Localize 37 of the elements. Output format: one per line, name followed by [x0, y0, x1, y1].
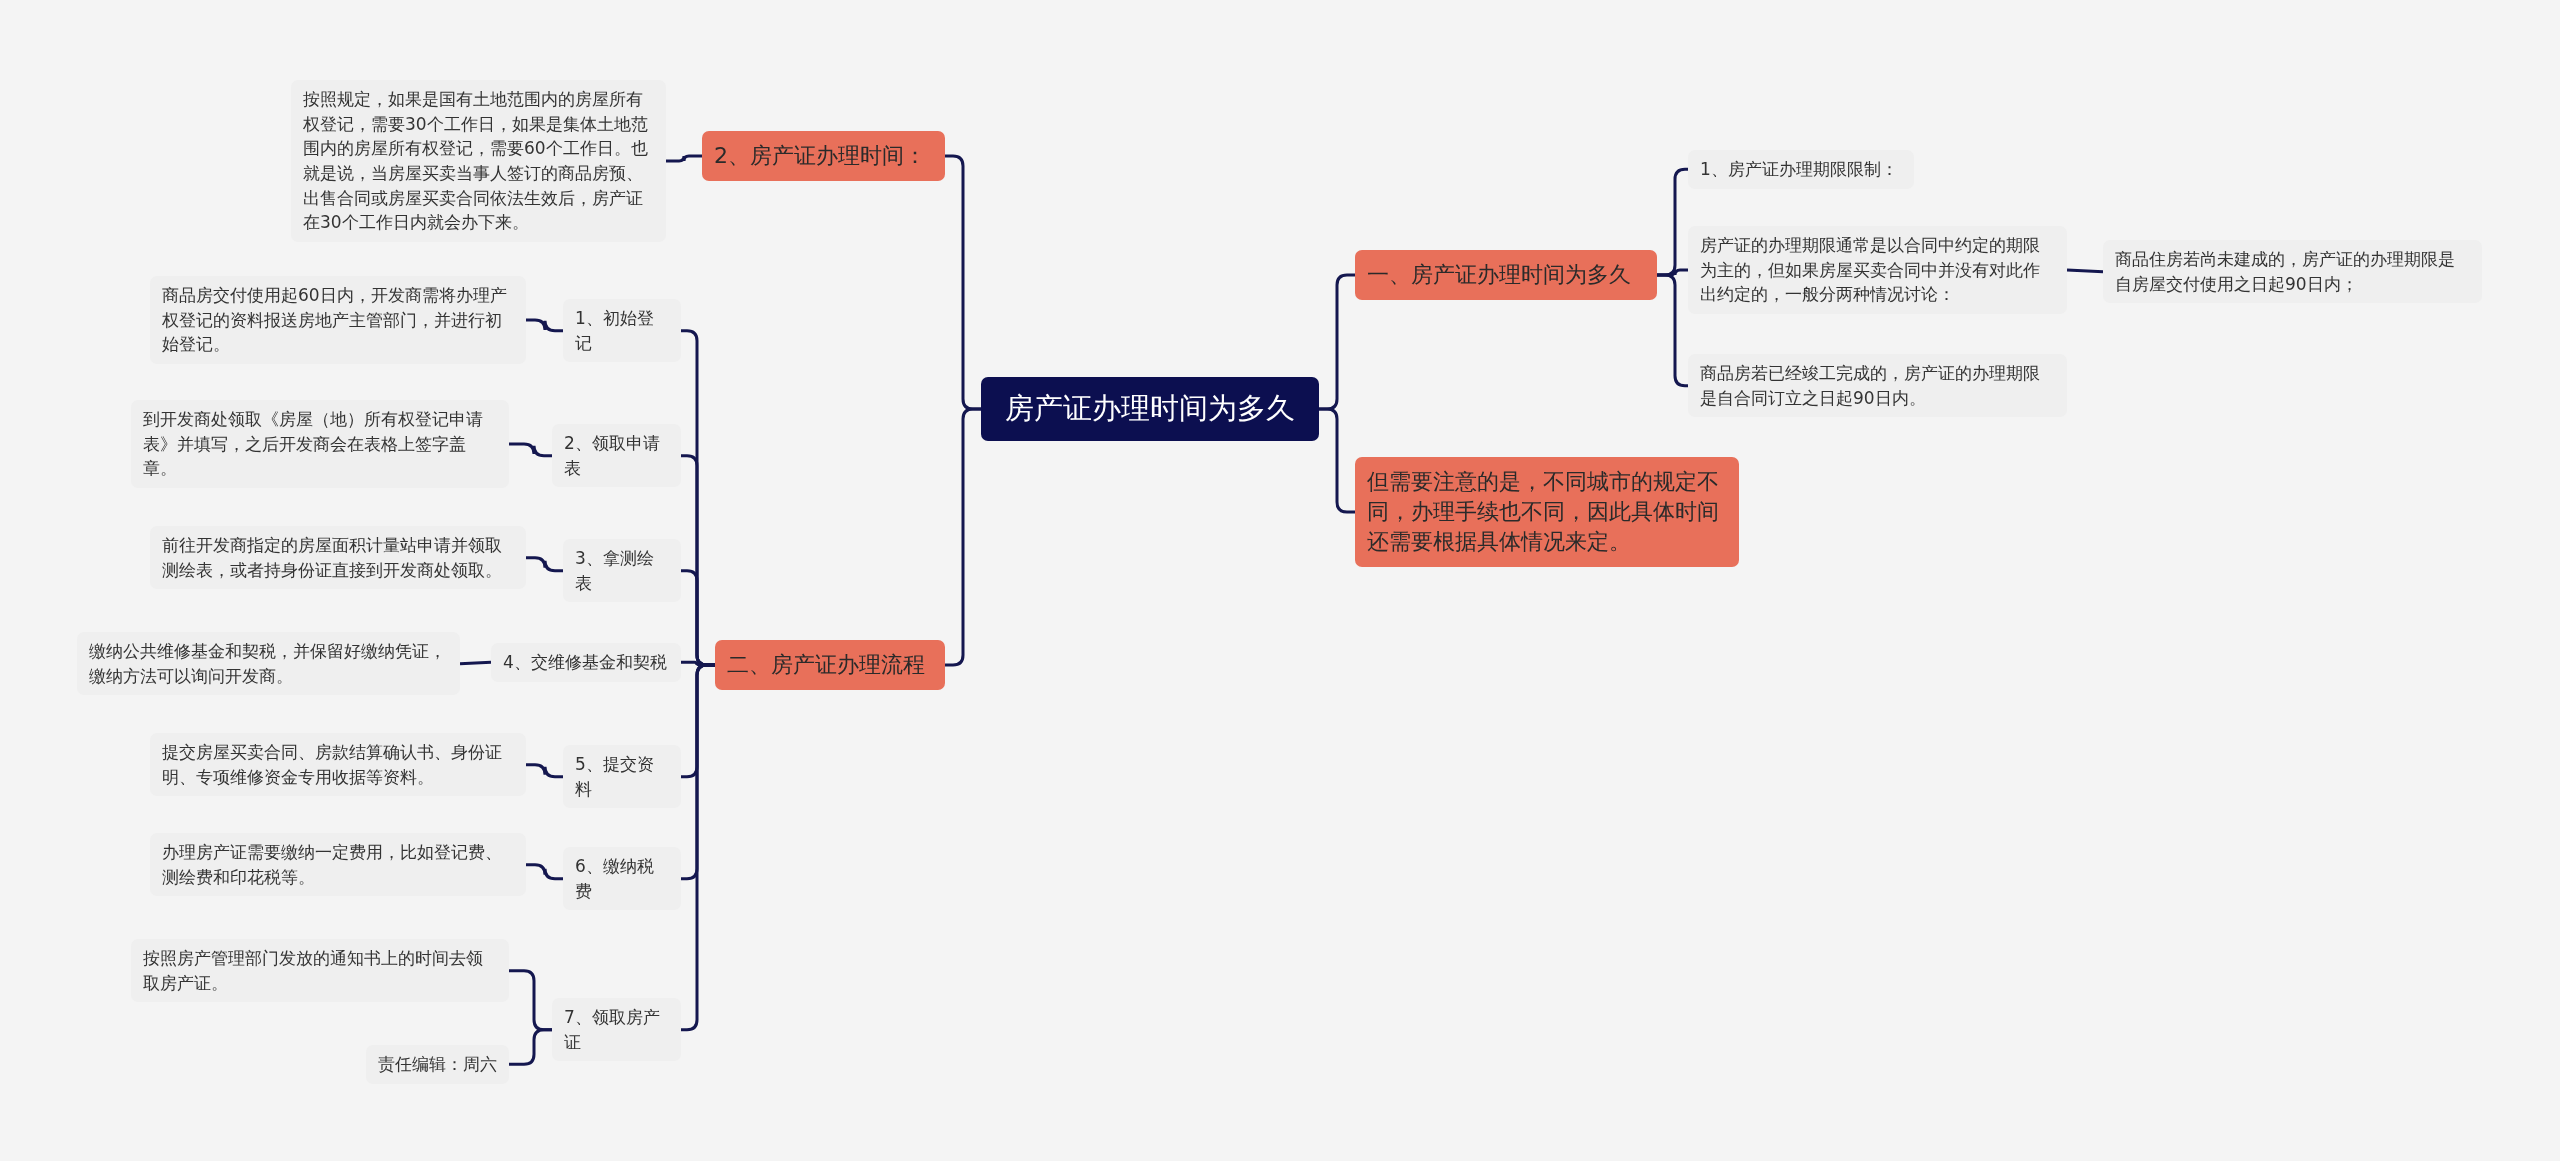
connector-line [2066, 268, 2104, 274]
subtopic-box: 前往开发商指定的房屋面积计量站申请并领取测绘表，或者持身份证直接到开发商处领取。 [150, 526, 526, 590]
connector-line [526, 318, 563, 333]
connector-line [526, 556, 563, 573]
subtopic-box: 提交房屋买卖合同、房款结算确认书、身份证明、专项维修资金专用收据等资料。 [150, 733, 526, 797]
central-topic-box: 房产证办理时间为多久 [981, 377, 1319, 441]
subtopic-box: 房产证的办理期限通常是以合同中约定的期限为主的，但如果房屋买卖合同中并没有对此作出约定的，一般分两种情况讨论： [1688, 226, 2067, 314]
connector-line [509, 1028, 552, 1066]
subtopic-box: 办理房产证需要缴纳一定费用，比如登记费、测绘费和印花税等。 [150, 833, 526, 897]
connector-line [526, 763, 563, 779]
subtopic-box: 缴纳公共维修基金和契税，并保留好缴纳凭证，缴纳方法可以询问开发商。 [77, 632, 460, 696]
connector-line [681, 663, 715, 1032]
subtopic-box: 5、提交资料 [563, 745, 681, 809]
connector-line [459, 660, 492, 666]
subtopic-box: 7、领取房产证 [552, 998, 681, 1062]
subtopic-box: 责任编辑：周六 [366, 1045, 509, 1084]
connector-line [945, 407, 981, 667]
topic-box: 二、房产证办理流程 [715, 640, 945, 690]
subtopic-box: 商品住房若尚未建成的，房产证的办理期限是自房屋交付使用之日起90日内； [2103, 240, 2482, 304]
subtopic-box: 按照房产管理部门发放的通知书上的时间去领取房产证。 [131, 939, 509, 1003]
subtopic-box: 6、缴纳税费 [563, 847, 681, 911]
subtopic-box: 4、交维修基金和契税 [491, 643, 681, 682]
subtopic-box: 2、领取申请表 [552, 424, 681, 488]
connector-line [666, 154, 702, 163]
subtopic-box: 商品房交付使用起60日内，开发商需将办理产权登记的资料报送房地产主管部门，并进行初始登记。 [150, 276, 526, 364]
subtopic-box: 到开发商处领取《房屋（地）所有权登记申请表》并填写，之后开发商会在表格上签字盖章。 [131, 400, 509, 488]
subtopic-box: 按照规定，如果是国有土地范围内的房屋所有权登记，需要30个工作日，如果是集体土地范围内的房屋所有权登记，需要60个工作日。也就是说，当房屋买卖当事人签订的商品房预、出售合同或房屋买卖合同依法生效后，房产证在30个工作日内就会办下来。 [291, 80, 666, 242]
topic-box: 2、房产证办理时间： [702, 131, 945, 181]
connector-line [509, 442, 552, 458]
subtopic-box: 3、拿测绘表 [563, 539, 681, 603]
subtopic-box: 1、房产证办理期限限制： [1688, 150, 1914, 189]
topic-box: 一、房产证办理时间为多久 [1355, 250, 1657, 300]
topic-box: 但需要注意的是，不同城市的规定不同，办理手续也不同，因此具体时间还需要根据具体情况来定。 [1355, 457, 1739, 567]
connector-line [1319, 407, 1355, 514]
connector-line [526, 863, 563, 881]
subtopic-box: 1、初始登记 [563, 299, 681, 363]
subtopic-box: 商品房若已经竣工完成的，房产证的办理期限是自合同订立之日起90日内。 [1688, 354, 2067, 418]
